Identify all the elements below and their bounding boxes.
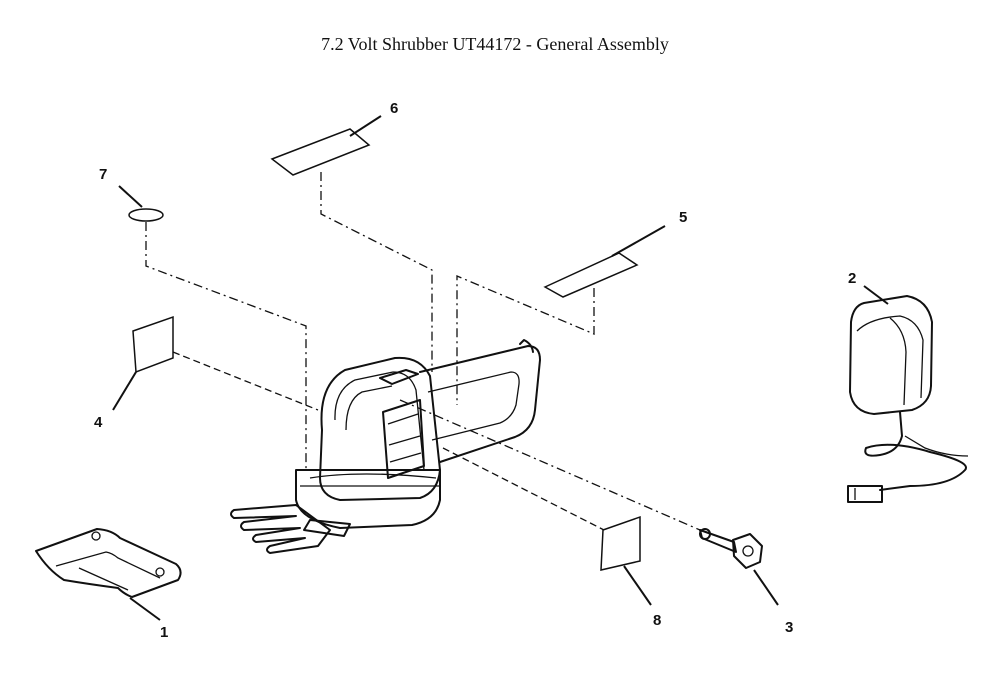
callout-8: 8 bbox=[653, 612, 661, 629]
part-5-label-sticker: 5 bbox=[543, 209, 687, 298]
page-title: 7.2 Volt Shrubber UT44172 - General Asse… bbox=[321, 34, 669, 54]
callout-6: 6 bbox=[390, 100, 398, 117]
callout-1: 1 bbox=[160, 624, 168, 641]
callout-4: 4 bbox=[94, 414, 103, 431]
part-6-label-sticker: 6 bbox=[270, 100, 398, 176]
part-4-label-sticker: 4 bbox=[94, 315, 174, 431]
callout-7: 7 bbox=[99, 166, 107, 183]
shrubber-main-body bbox=[230, 339, 541, 554]
callout-5: 5 bbox=[679, 209, 687, 226]
part-7-oval-label: 7 bbox=[99, 166, 164, 222]
part-8-label-sticker: 8 bbox=[600, 515, 661, 629]
part-2-wall-charger: 2 bbox=[847, 270, 969, 503]
callout-2: 2 bbox=[848, 270, 856, 287]
part-3-charge-plug: 3 bbox=[699, 528, 793, 636]
callout-3: 3 bbox=[785, 619, 793, 636]
assembly-guide-lines bbox=[145, 172, 701, 531]
part-1-blade-guard: 1 bbox=[35, 528, 182, 641]
